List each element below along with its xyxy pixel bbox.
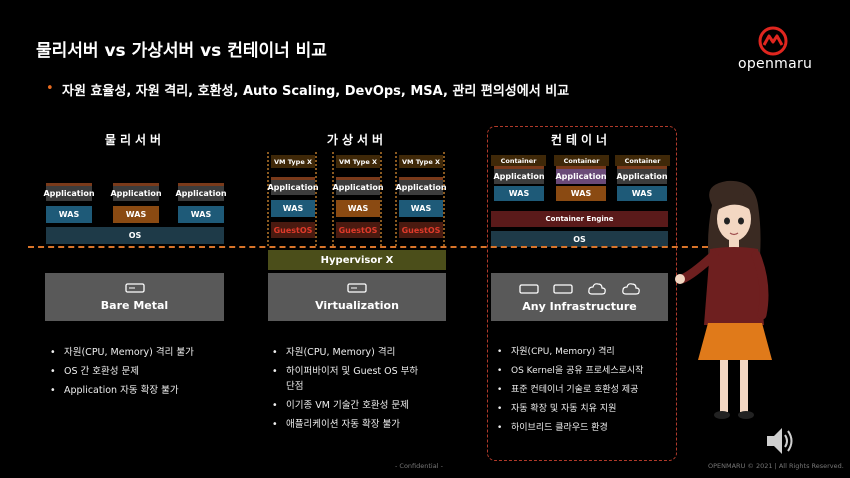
vm-guest-os-2: GuestOS xyxy=(336,222,380,238)
physical-app-3: Application xyxy=(175,183,227,201)
bare-metal-box: Bare Metal xyxy=(45,273,224,321)
physical-os: OS xyxy=(46,227,224,244)
company-logo: openmaru xyxy=(738,26,813,72)
physical-app-1: Application xyxy=(43,183,95,201)
list-item: 자원(CPU, Memory) 격리 불가 xyxy=(50,346,250,359)
vm-guest-os-3: GuestOS xyxy=(399,222,443,238)
container-was-1: WAS xyxy=(494,186,544,201)
vm-app-2: Application xyxy=(332,177,384,195)
virtual-heading: 가상서버 xyxy=(326,133,388,147)
list-item: Application 자동 확장 불가 xyxy=(50,384,250,397)
server-icon xyxy=(518,283,539,294)
server-icon xyxy=(124,282,145,293)
physical-app-2: Application xyxy=(110,183,162,201)
vm-was-1: WAS xyxy=(271,200,315,217)
layer-divider xyxy=(28,246,708,248)
server-icon xyxy=(347,282,367,293)
subtitle-bullet: • xyxy=(46,81,54,96)
physical-heading: 물리서버 xyxy=(104,133,166,147)
confidential-label: - Confidential - xyxy=(395,462,443,470)
speaker-icon[interactable] xyxy=(765,424,795,458)
virtualization-box: Virtualization xyxy=(268,273,446,321)
vm-app-3: Application xyxy=(395,177,447,195)
list-item: 자원(CPU, Memory) 격리 xyxy=(497,346,687,359)
vm-was-2: WAS xyxy=(336,200,380,217)
cloud-icon xyxy=(621,282,640,295)
vm-type-2: VM Type X xyxy=(336,155,380,168)
list-item: 하이퍼바이저 및 Guest OS 부하 xyxy=(272,365,472,378)
copyright-label: OPENMARU © 2021 | All Rights Reserved. xyxy=(708,462,844,470)
container-was-3: WAS xyxy=(617,186,667,201)
bare-metal-label: Bare Metal xyxy=(100,298,169,312)
container-engine: Container Engine xyxy=(491,211,668,227)
list-item: OS 간 호환성 문제 xyxy=(50,365,250,378)
vm-app-1: Application xyxy=(267,177,319,195)
any-infrastructure-box: Any Infrastructure xyxy=(491,273,668,321)
container-frame xyxy=(487,126,677,461)
list-item: OS Kernel을 공유 프로세스로시작 xyxy=(497,365,687,378)
container-label-1: Container xyxy=(491,155,546,166)
container-os: OS xyxy=(491,231,668,247)
container-label-2: Container xyxy=(554,155,609,166)
hypervisor-bar: Hypervisor X xyxy=(268,250,446,270)
list-item: 표준 컨테이너 기술로 호환성 제공 xyxy=(497,384,687,397)
list-item: 하이브리드 클라우드 환경 xyxy=(497,422,687,435)
vm-type-3: VM Type X xyxy=(399,155,443,168)
list-item-continuation: 단점 xyxy=(286,381,304,392)
any-infrastructure-label: Any Infrastructure xyxy=(522,299,637,313)
container-app-2: Application xyxy=(555,166,607,184)
vm-guest-os-1: GuestOS xyxy=(271,222,315,238)
virtualization-label: Virtualization xyxy=(315,298,399,312)
physical-was-3: WAS xyxy=(178,206,224,223)
container-was-2: WAS xyxy=(556,186,606,201)
container-app-1: Application xyxy=(493,166,545,184)
slide-subtitle: 자원 효율성, 자원 격리, 호환성, Auto Scaling, DevOps… xyxy=(62,84,570,99)
vm-column-3 xyxy=(395,152,445,246)
container-bullet-list: 자원(CPU, Memory) 격리 OS Kernel을 공유 프로세스로시작… xyxy=(497,346,687,441)
slide-title: 물리서버 vs 가상서버 vs 컨테이너 비교 xyxy=(36,41,327,61)
list-item: 애플리케이션 자동 확장 불가 xyxy=(272,418,472,431)
logo-text: openmaru xyxy=(738,56,813,72)
cloud-icon xyxy=(587,282,606,295)
list-item: 자원(CPU, Memory) 격리 xyxy=(272,346,472,359)
server-icon xyxy=(552,283,573,294)
virtual-bullet-list: 자원(CPU, Memory) 격리 하이퍼바이저 및 Guest OS 부하 … xyxy=(272,346,472,437)
physical-was-1: WAS xyxy=(46,206,92,223)
container-label-3: Container xyxy=(615,155,670,166)
vm-column-2 xyxy=(332,152,382,246)
physical-was-2: WAS xyxy=(113,206,159,223)
container-heading: 컨테이너 xyxy=(550,133,612,147)
vm-type-1: VM Type X xyxy=(271,155,315,168)
list-item: 이기종 VM 기술간 호환성 문제 xyxy=(272,399,472,412)
logo-mark-icon xyxy=(758,26,788,56)
container-app-3: Application xyxy=(616,166,668,184)
physical-bullet-list: 자원(CPU, Memory) 격리 불가 OS 간 호환성 문제 Applic… xyxy=(50,346,250,403)
presenter-illustration xyxy=(675,180,772,419)
list-item: 자동 확장 및 자동 치유 지원 xyxy=(497,403,687,416)
vm-column-1 xyxy=(267,152,317,246)
vm-was-3: WAS xyxy=(399,200,443,217)
